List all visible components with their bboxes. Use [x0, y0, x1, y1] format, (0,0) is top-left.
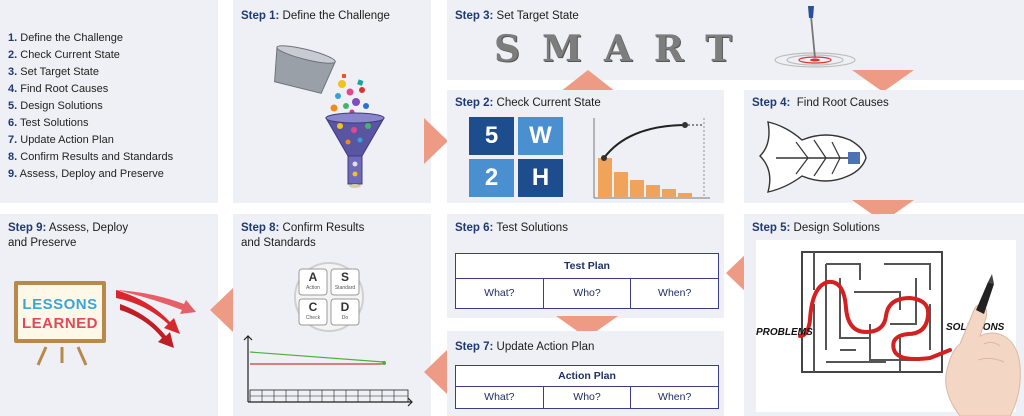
list-item: 9. Assess, Deploy and Preserve	[8, 166, 173, 183]
action-plan-what: What?	[456, 387, 544, 408]
action-plan-when: When?	[631, 387, 718, 408]
step5-title: Step 5: Design Solutions	[752, 221, 880, 236]
asdc-c-letter: C	[299, 300, 327, 314]
step4-title: Step 4: Find Root Causes	[752, 96, 889, 111]
tile-w: W	[518, 117, 563, 155]
test-plan-what: What?	[456, 279, 544, 308]
learned-text: LEARNED	[18, 315, 102, 332]
pareto-chart	[588, 116, 712, 200]
asdc-d-sub: Do	[331, 315, 359, 321]
maze-illustration	[800, 250, 950, 380]
test-plan-when: When?	[631, 279, 718, 308]
lessons-text: LESSONS	[18, 296, 102, 313]
list-item: 3. Set Target State	[8, 64, 173, 81]
test-plan-table: Test Plan What? Who? When?	[455, 253, 719, 309]
arrow-left-2	[210, 287, 234, 333]
easel-legs	[34, 347, 90, 365]
asdc-c-sub: Check	[299, 315, 327, 321]
problems-label: PROBLEMS	[756, 327, 813, 338]
step3-title: Step 3: Set Target State	[455, 9, 579, 24]
arrow-down-1	[852, 70, 914, 92]
control-chart	[244, 336, 414, 404]
asdc-d-letter: D	[331, 300, 359, 314]
target-dart-icon	[770, 4, 860, 72]
tile-h: H	[518, 159, 563, 197]
arrow-up	[560, 70, 616, 92]
smart-text: SMART	[494, 28, 754, 70]
tile-2: 2	[469, 159, 514, 197]
list-item: 2. Check Current State	[8, 47, 173, 64]
test-plan-title: Test Plan	[456, 254, 718, 279]
list-item: 7. Update Action Plan	[8, 132, 173, 149]
action-plan-who: Who?	[544, 387, 632, 408]
hand-with-marker-icon	[930, 270, 1024, 416]
action-plan-title: Action Plan	[456, 366, 718, 387]
list-item: 1. Define the Challenge	[8, 30, 173, 47]
step2-title: Step 2: Check Current State	[455, 96, 601, 111]
asdc-cycle-diagram	[276, 262, 382, 332]
list-item: 4. Find Root Causes	[8, 81, 173, 98]
asdc-a-sub: Action	[299, 285, 327, 291]
list-item: 8. Confirm Results and Standards	[8, 149, 173, 166]
asdc-s-sub: Standard	[331, 285, 359, 291]
lessons-learned-board: LESSONS LEARNED	[14, 281, 106, 343]
step1-title: Step 1: Define the Challenge	[241, 9, 390, 24]
funnel-illustration	[262, 46, 392, 196]
arrow-right-1	[424, 118, 448, 164]
step6-title: Step 6: Test Solutions	[455, 221, 568, 236]
steps-list: 1. Define the Challenge 2. Check Current…	[8, 30, 173, 183]
test-plan-who: Who?	[544, 279, 632, 308]
fishbone-icon	[756, 112, 874, 196]
arrow-left-3	[424, 349, 448, 395]
action-plan-table: Action Plan What? Who? When?	[455, 365, 719, 409]
asdc-s-letter: S	[331, 270, 359, 284]
overview-panel: 1. Define the Challenge 2. Check Current…	[0, 0, 218, 203]
list-item: 5. Design Solutions	[8, 98, 173, 115]
deploy-arrows-icon	[116, 290, 198, 356]
list-item: 6. Test Solutions	[8, 115, 173, 132]
tile-5: 5	[469, 117, 514, 155]
step7-title: Step 7: Update Action Plan	[455, 340, 594, 355]
asdc-a-letter: A	[299, 270, 327, 284]
